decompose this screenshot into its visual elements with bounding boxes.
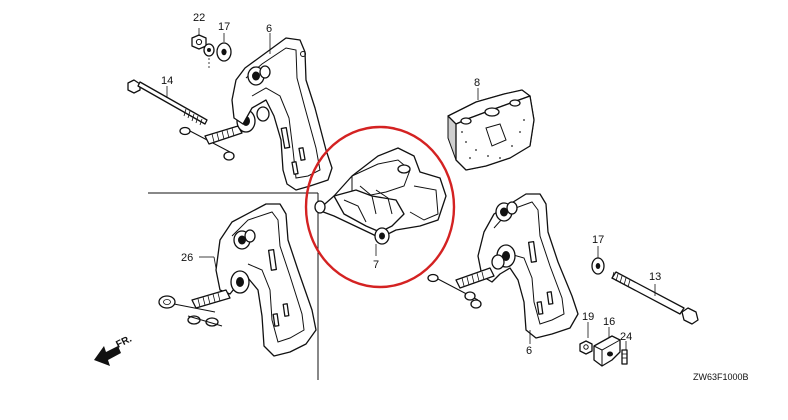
label-24: 24 bbox=[620, 331, 632, 343]
label-19: 19 bbox=[582, 311, 594, 323]
stern-bracket-26[interactable] bbox=[215, 203, 317, 357]
washer-17-right[interactable] bbox=[591, 257, 605, 275]
label-6-bottom: 6 bbox=[526, 345, 532, 357]
label-26: 26 bbox=[181, 252, 193, 264]
front-direction-arrow: FR. bbox=[94, 333, 134, 366]
tilt-lock-linkage-right[interactable] bbox=[427, 267, 495, 309]
label-17-right: 17 bbox=[592, 234, 604, 246]
bolt-14[interactable] bbox=[127, 79, 208, 126]
clamp-16[interactable] bbox=[593, 335, 621, 367]
nut-19[interactable] bbox=[579, 340, 593, 355]
highlight-circle bbox=[304, 125, 456, 289]
drawing-code: ZW63F1000B bbox=[693, 372, 749, 382]
bolt-13[interactable] bbox=[611, 271, 699, 325]
rubber-pad-8[interactable] bbox=[447, 89, 535, 171]
swivel-case-7[interactable] bbox=[314, 147, 447, 245]
screw-24[interactable] bbox=[621, 349, 628, 365]
tilt-lock-linkage-top[interactable] bbox=[179, 106, 270, 161]
washer-17-top[interactable] bbox=[216, 42, 232, 62]
label-8: 8 bbox=[474, 77, 480, 89]
direction-label: FR. bbox=[114, 333, 134, 350]
label-14: 14 bbox=[161, 75, 173, 87]
label-6-top: 6 bbox=[266, 23, 272, 35]
label-16: 16 bbox=[603, 316, 615, 328]
label-13: 13 bbox=[649, 271, 661, 283]
section-divider bbox=[148, 192, 319, 380]
stern-bracket-6-top[interactable] bbox=[231, 37, 333, 191]
label-17-top: 17 bbox=[218, 21, 230, 33]
lock-washer[interactable] bbox=[203, 43, 215, 57]
stern-bracket-6-bottom[interactable] bbox=[477, 193, 579, 339]
label-7: 7 bbox=[373, 259, 379, 271]
label-22: 22 bbox=[193, 12, 205, 24]
nut-22[interactable] bbox=[191, 34, 207, 50]
tilt-lock-linkage-bottom[interactable] bbox=[158, 289, 231, 327]
